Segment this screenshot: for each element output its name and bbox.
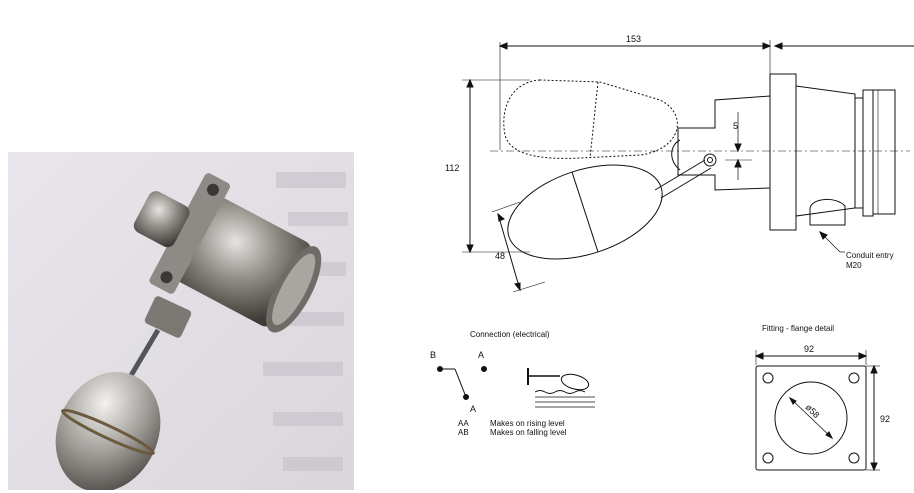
dim-height-label: 112 [445, 163, 459, 173]
legend-aa-text: Makes on rising level [490, 419, 565, 428]
dim-float-dia-label: 48 [495, 251, 505, 261]
terminal-a-top-label: A [478, 350, 484, 360]
side-view: 153 112 48 [445, 34, 914, 293]
conduit-thread-label: M20 [846, 261, 862, 270]
dim-length-label: 153 [626, 34, 641, 44]
connection-diagram: Connection (electrical) B A A AA Makes o… [430, 330, 595, 437]
legend-ab-code: AB [458, 428, 469, 437]
dim-offset-label: 5 [733, 121, 738, 131]
flange-width-label: 92 [804, 344, 814, 354]
conduit-label: Conduit entry [846, 251, 894, 260]
legend-ab-text: Makes on falling level [490, 428, 567, 437]
flange-hole-label: ø58 [804, 402, 822, 420]
connection-title: Connection (electrical) [470, 330, 550, 339]
flange-detail: Fitting - flange detail 92 ø58 92 [754, 324, 890, 472]
legend-aa-code: AA [458, 419, 469, 428]
flange-title: Fitting - flange detail [762, 324, 834, 333]
flange-height-label: 92 [880, 414, 890, 424]
terminal-a-bottom-label: A [470, 404, 476, 414]
terminal-b-label: B [430, 350, 436, 360]
float-switch-photo [8, 152, 354, 490]
